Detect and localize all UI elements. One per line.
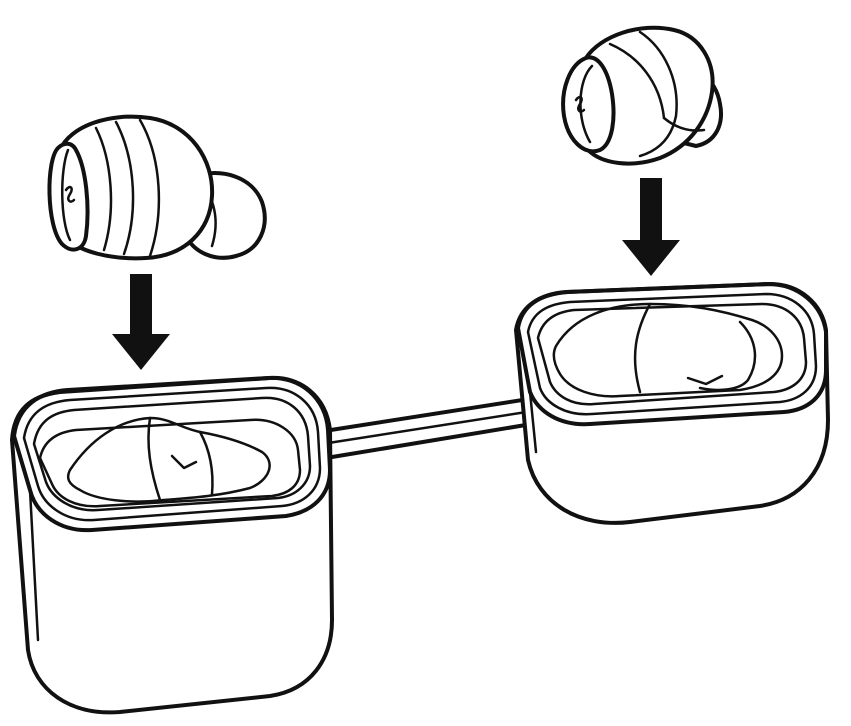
- right-earbud: [561, 25, 723, 166]
- case-bridge: [316, 394, 558, 460]
- left-case: [10, 375, 334, 715]
- right-case: [514, 282, 830, 525]
- left-down-arrow-icon: [112, 274, 170, 370]
- left-earbud: [47, 114, 267, 261]
- right-down-arrow-icon: [622, 178, 680, 276]
